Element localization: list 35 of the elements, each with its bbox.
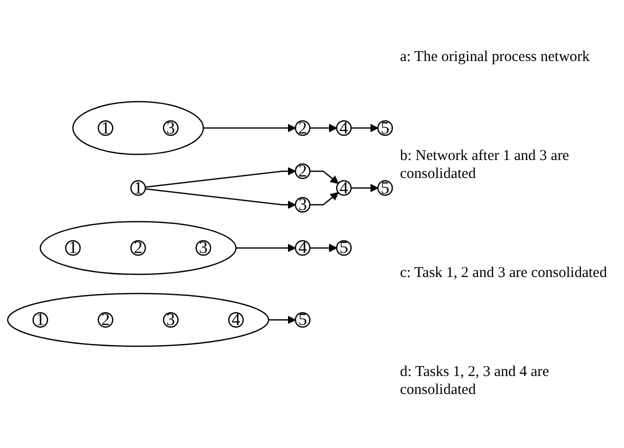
node-circle: 1 <box>32 312 48 328</box>
node-circle: 1 <box>130 180 146 196</box>
arrow <box>145 188 296 210</box>
node-circle: 5 <box>377 120 393 136</box>
arrow <box>236 244 296 252</box>
caption: c: Task 1, 2 and 3 are consolidated <box>400 264 608 283</box>
arrow <box>351 184 378 192</box>
node-circle: 2 <box>294 120 310 136</box>
arrow <box>310 192 339 206</box>
node-circle: 4 <box>294 240 310 256</box>
arrow <box>310 124 338 132</box>
node-circle: 5 <box>294 312 310 328</box>
caption: a: The original process network <box>400 48 591 67</box>
node-circle: 3 <box>196 240 212 256</box>
arrow <box>310 244 338 252</box>
node-circle: 5 <box>377 180 393 196</box>
caption: d: Tasks 1, 2, 3 and 4 are consolidated <box>400 362 550 400</box>
node-circle: 2 <box>130 240 146 256</box>
node-circle: 1 <box>65 240 81 256</box>
caption: b: Network after 1 and 3 are consolidated <box>400 146 570 184</box>
node-circle: 3 <box>162 312 179 328</box>
arrow <box>351 124 378 132</box>
node-circle: 2 <box>98 312 114 328</box>
node-circle: 2 <box>294 163 310 180</box>
node-circle: 4 <box>228 312 244 328</box>
node-circle: 5 <box>336 240 352 256</box>
node-circle: 4 <box>336 120 352 136</box>
arrow <box>203 124 296 132</box>
node-circle: 1 <box>98 120 114 136</box>
arrow <box>145 167 296 188</box>
node-circle: 3 <box>294 197 310 213</box>
arrow <box>310 170 339 184</box>
node-circle: 3 <box>162 120 179 136</box>
arrow <box>268 316 296 324</box>
node-circle: 4 <box>336 180 352 196</box>
